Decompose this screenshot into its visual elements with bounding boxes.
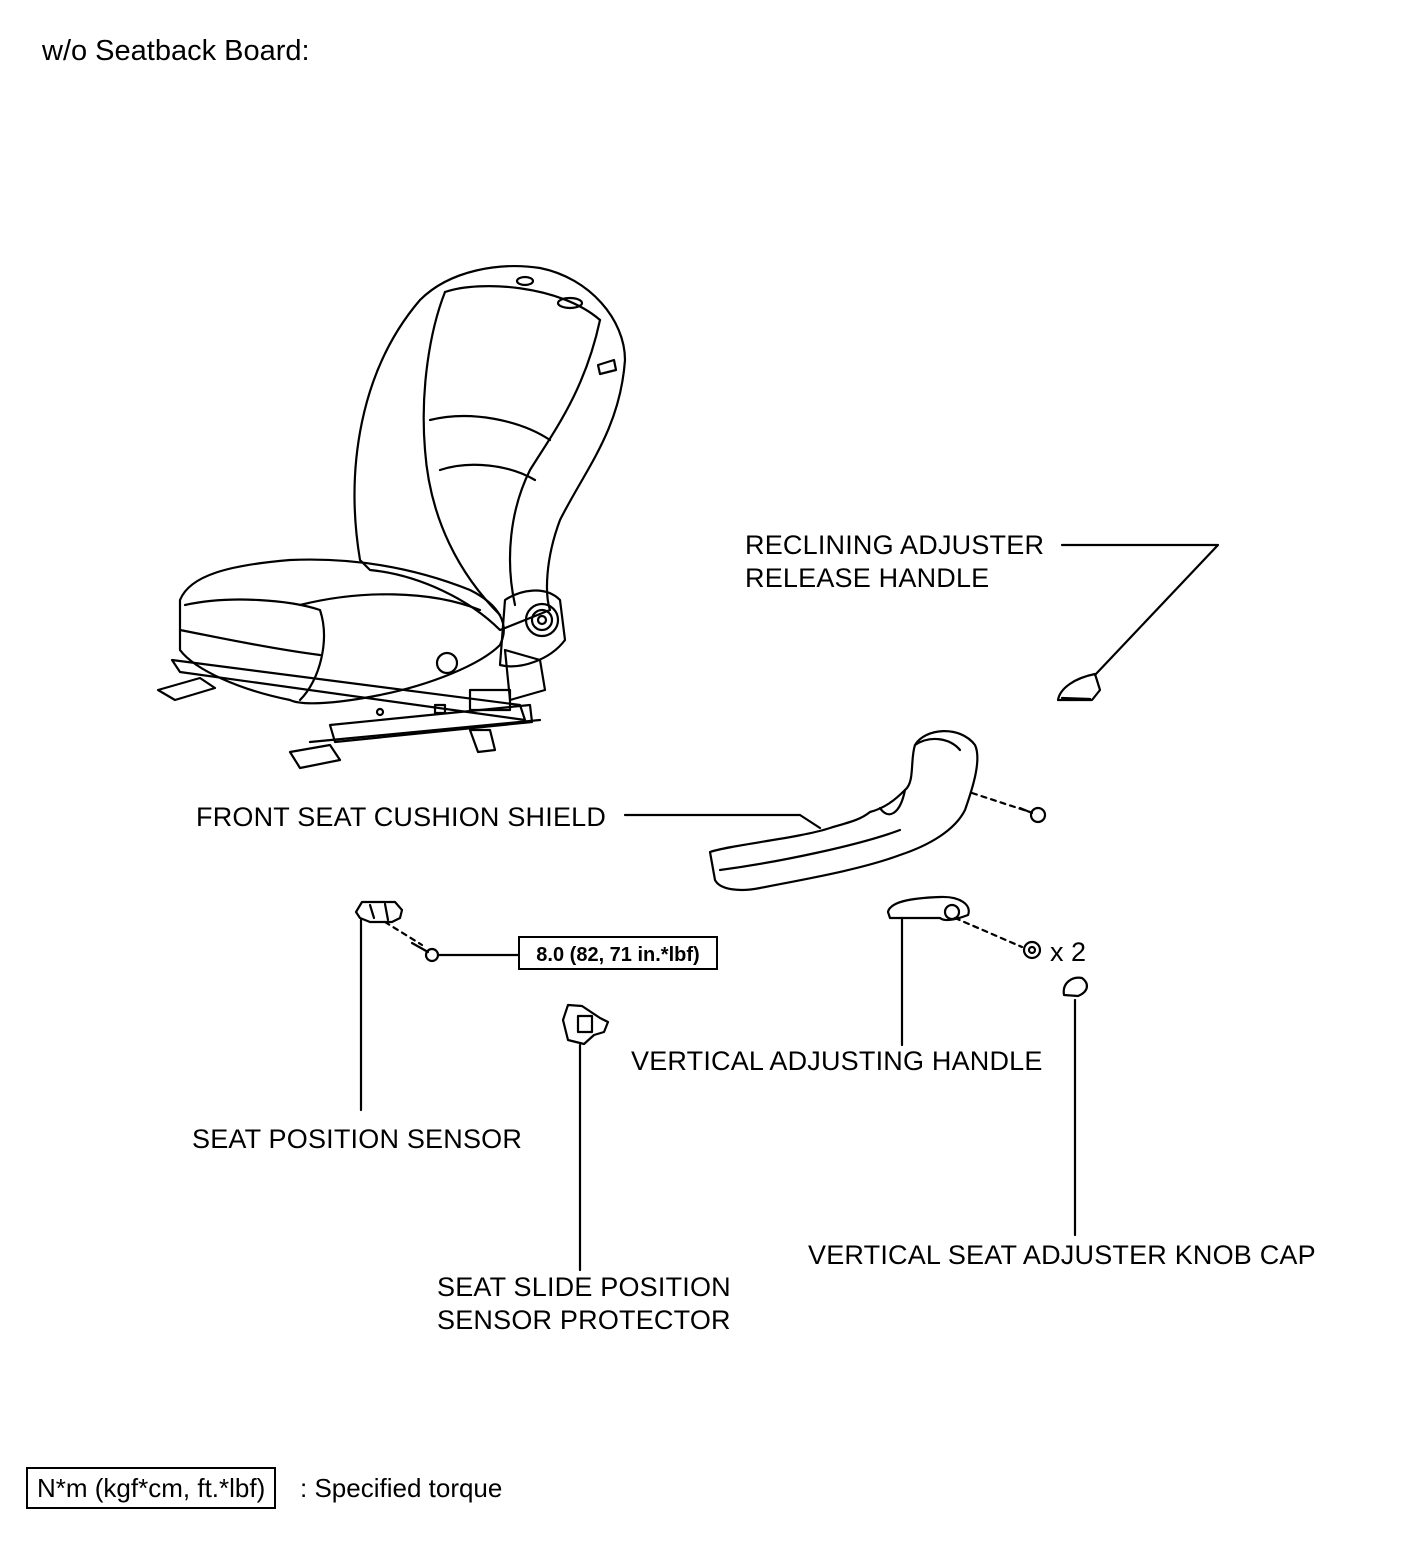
label-knob-cap: VERTICAL SEAT ADJUSTER KNOB CAP	[808, 1240, 1316, 1270]
label-reclining-line2: RELEASE HANDLE	[745, 563, 990, 593]
label-seat-position-sensor: SEAT POSITION SENSOR	[192, 1124, 523, 1154]
legend-torque-units-box: N*m (kgf*cm, ft.*lbf)	[26, 1467, 277, 1509]
label-front-seat-cushion-shield: FRONT SEAT CUSHION SHIELD	[196, 802, 607, 832]
vertical-adjusting-handle-illustration	[886, 895, 970, 922]
legend-description: : Specified torque	[300, 1473, 503, 1503]
seat-position-sensor-illustration	[354, 900, 404, 924]
diagram-title: w/o Seatback Board:	[42, 35, 310, 67]
front-shield-leader-line	[623, 813, 822, 830]
quantity-label: x 2	[1050, 937, 1087, 967]
torque-spec-box: 8.0 (82, 71 in.*lbf)	[518, 936, 718, 970]
shield-screw-icon	[1018, 806, 1047, 824]
reclining-release-handle-illustration	[1056, 672, 1102, 702]
label-reclining-line1: RECLINING ADJUSTER	[745, 530, 1045, 560]
sensor-bolt-dashes	[383, 920, 424, 947]
label-slide-sensor-line2: SENSOR PROTECTOR	[437, 1305, 731, 1335]
label-slide-sensor-line1: SEAT SLIDE POSITION	[437, 1272, 731, 1302]
handle-screw-icon	[1022, 940, 1042, 960]
label-vertical-adjusting-handle: VERTICAL ADJUSTING HANDLE	[631, 1046, 1043, 1076]
handle-screw-dashes	[953, 916, 1024, 949]
knob-cap-illustration	[1062, 976, 1088, 998]
reclining-leader-line	[1060, 543, 1220, 677]
front-seat-cushion-shield-illustration	[708, 730, 979, 891]
front-seat-illustration	[156, 265, 627, 770]
slide-sensor-protector-illustration	[561, 1003, 610, 1046]
sensor-bolt-icon	[410, 941, 440, 963]
